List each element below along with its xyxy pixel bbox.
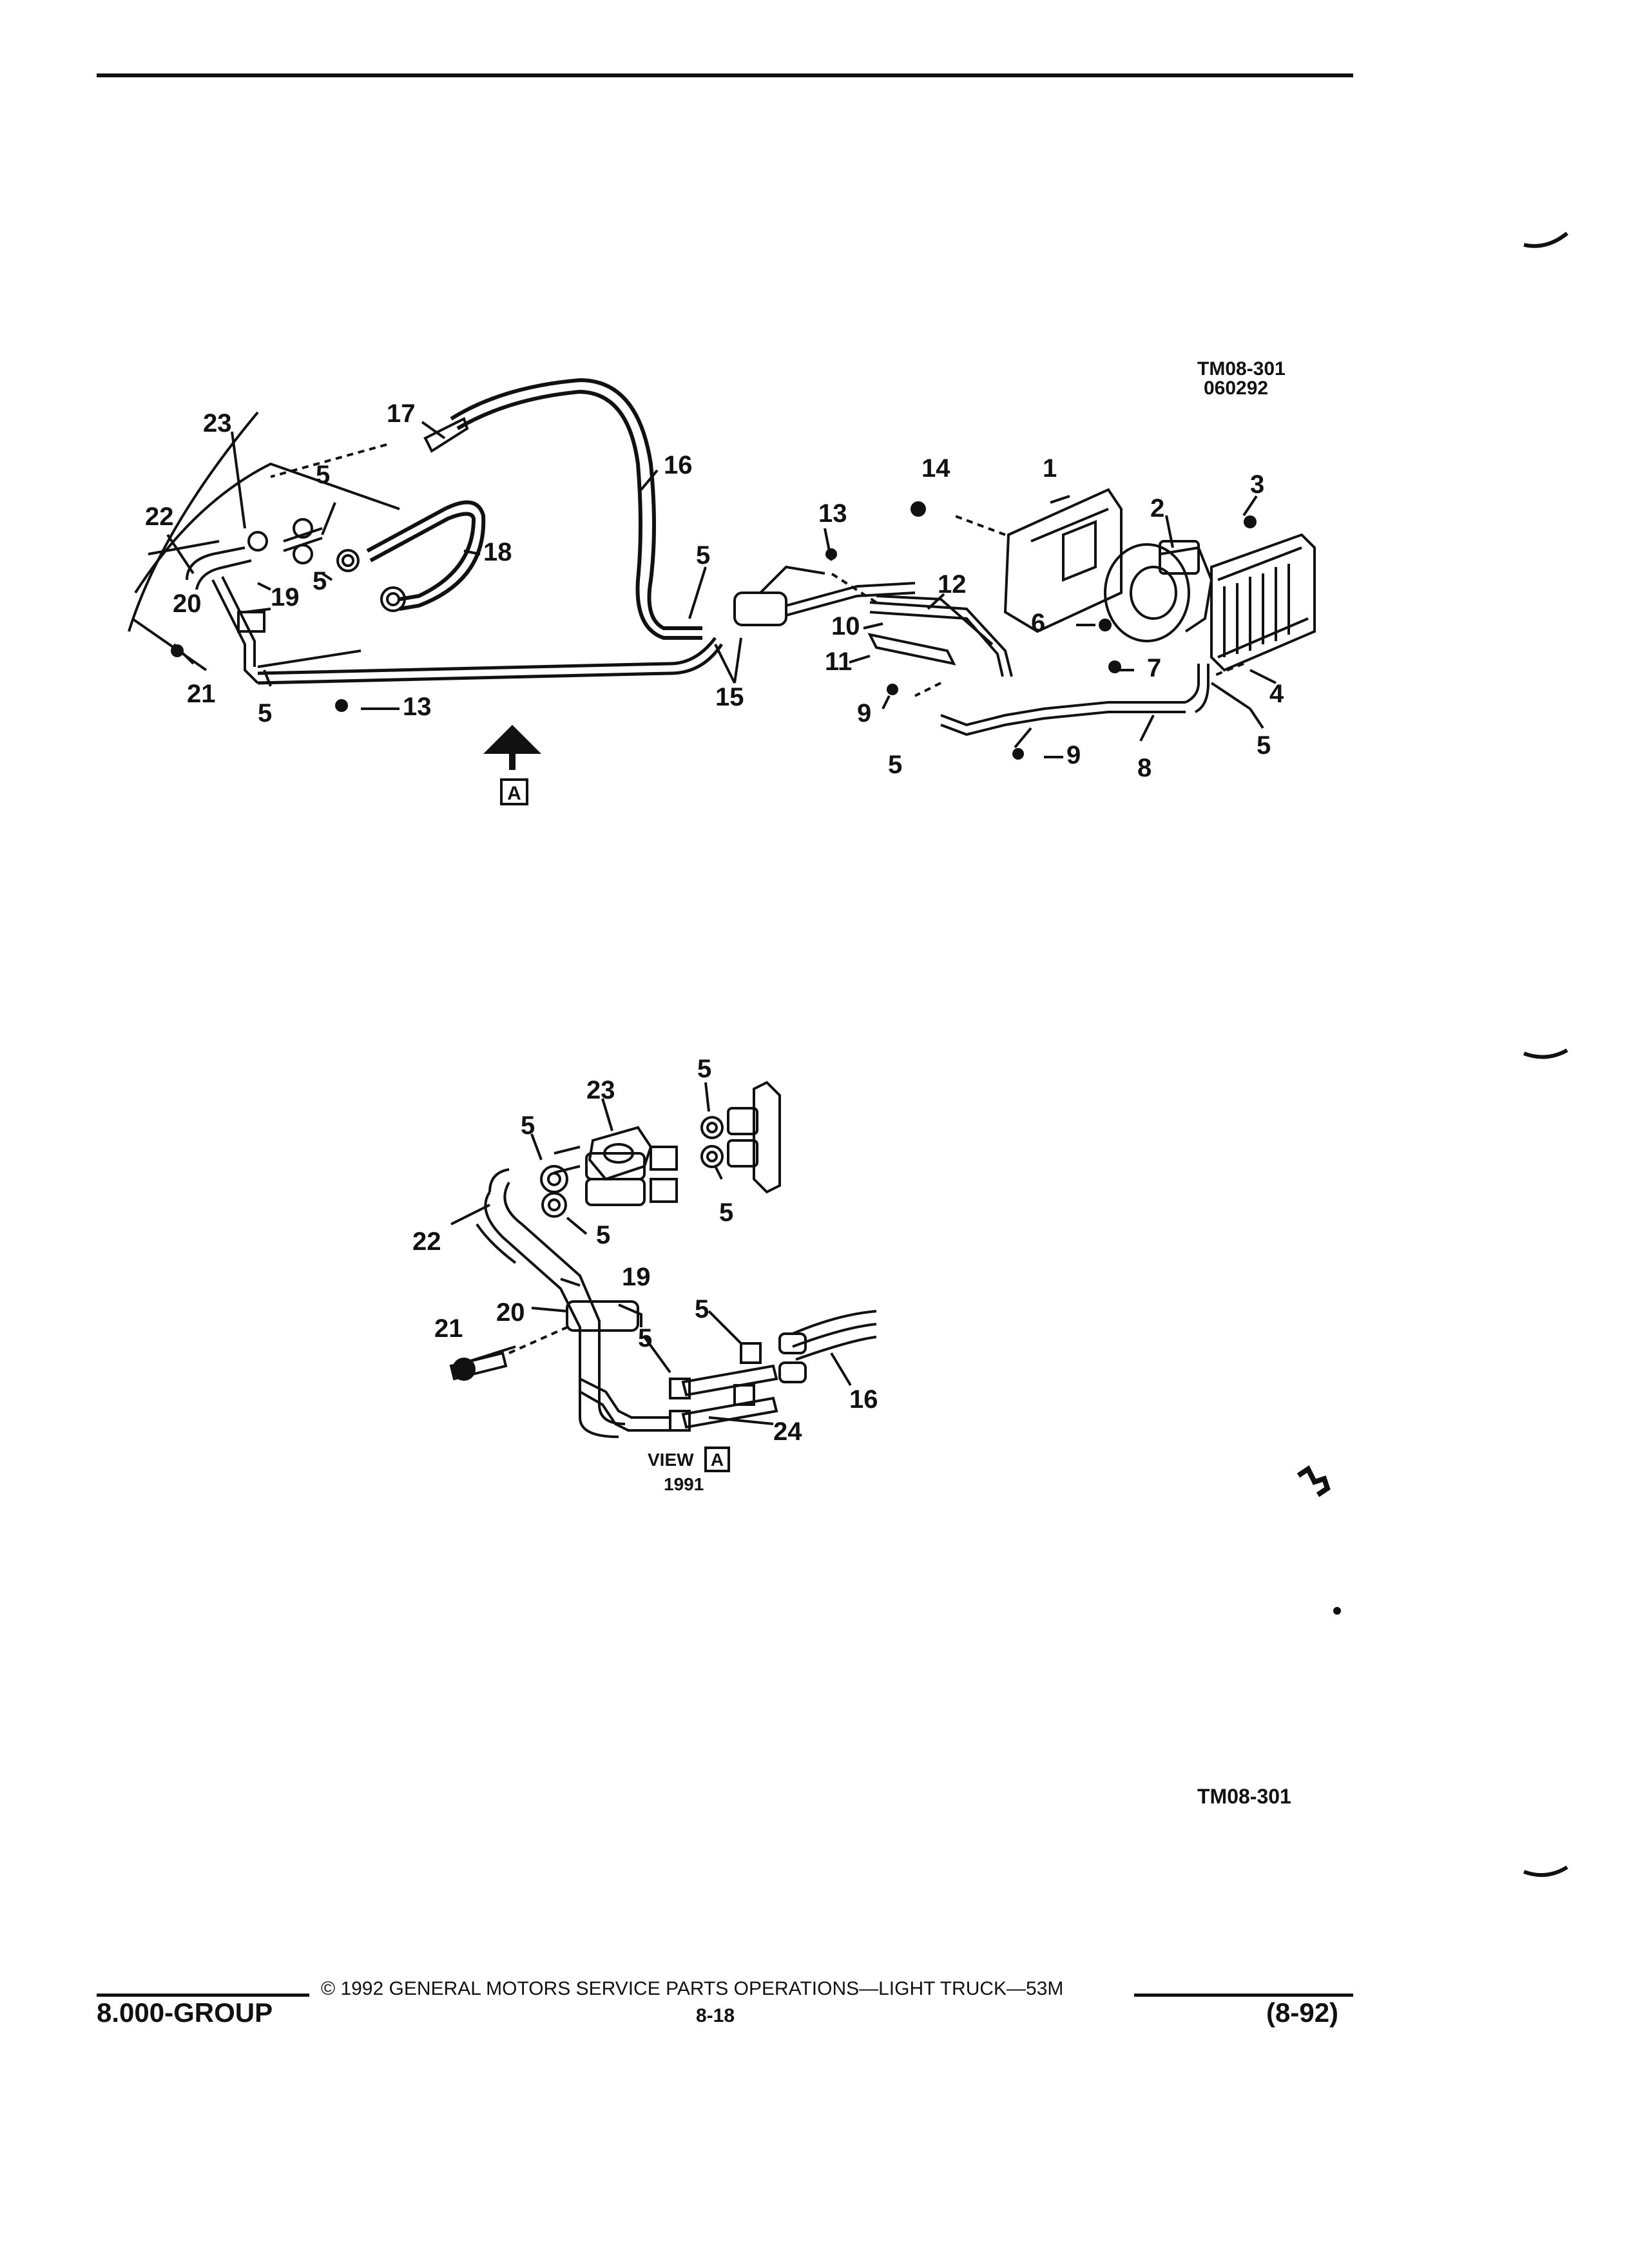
footer-rule-left: [97, 1994, 309, 1997]
footer-copyright: © 1992 GENERAL MOTORS SERVICE PARTS OPER…: [321, 1978, 1064, 1999]
view-callout-5f: 5: [695, 1295, 709, 1323]
view-callout-19: 19: [622, 1263, 651, 1291]
callout-12: 12: [938, 570, 967, 599]
callout-7: 7: [1147, 654, 1161, 682]
callout-5a: 5: [316, 461, 330, 489]
callout-6: 6: [1031, 609, 1045, 637]
footer-page-number: 8-18: [696, 2005, 735, 2026]
callout-2: 2: [1150, 494, 1164, 523]
view-callout-23: 23: [586, 1076, 615, 1104]
view-callout-20: 20: [496, 1298, 525, 1327]
callout-14: 14: [921, 454, 950, 483]
footer-date-code: (8-92): [1266, 1997, 1339, 2028]
footer-rule-right: [1134, 1994, 1353, 1997]
view-callout-5d: 5: [719, 1198, 733, 1227]
header-rule: [97, 73, 1353, 77]
view-callout-5a: 5: [697, 1057, 711, 1083]
view-callout-24: 24: [773, 1418, 802, 1446]
callout-20: 20: [173, 590, 202, 618]
arrow-letter: A: [507, 783, 521, 804]
view-label: VIEW: [648, 1450, 694, 1470]
callout-16: 16: [664, 451, 693, 479]
diagram-id-line1: TM08-301: [1197, 358, 1286, 380]
diagram-id-line2: 060292: [1204, 378, 1269, 399]
callout-5b: 5: [313, 567, 327, 595]
view-callout-5c: 5: [596, 1221, 610, 1249]
callout-5c: 5: [258, 699, 272, 727]
callout-17: 17: [387, 399, 416, 428]
view-callout-22: 22: [412, 1227, 441, 1256]
callout-18: 18: [483, 538, 512, 566]
footer-group: 8.000-GROUP: [97, 1997, 273, 2028]
view-year: 1991: [664, 1474, 704, 1494]
ac-lines-exploded-diagram: A 1 2 3 4 6 7 8 9 9 10 11 12 13 13 14 15…: [128, 378, 1316, 805]
callout-13b: 13: [403, 693, 432, 721]
view-callout-5e: 5: [638, 1324, 652, 1352]
callout-1: 1: [1043, 454, 1057, 483]
callout-11: 11: [825, 648, 852, 676]
callout-9b: 9: [1066, 741, 1081, 769]
callout-5f: 5: [1257, 731, 1271, 760]
callout-5d: 5: [696, 541, 710, 570]
view-callout-21: 21: [434, 1314, 463, 1343]
callout-13a: 13: [818, 499, 847, 528]
callout-10: 10: [831, 612, 860, 640]
callout-8: 8: [1137, 754, 1152, 782]
callout-23: 23: [203, 409, 232, 437]
view-callout-16: 16: [849, 1385, 878, 1414]
callout-9a: 9: [857, 699, 871, 727]
callout-22: 22: [145, 503, 174, 531]
callout-19: 19: [271, 583, 300, 611]
callout-21: 21: [187, 680, 216, 708]
callout-5e: 5: [888, 751, 902, 779]
bottom-diagram-id: TM08-301: [1197, 1785, 1291, 1808]
callout-3: 3: [1250, 470, 1264, 499]
view-letter: A: [711, 1450, 724, 1470]
callout-15: 15: [715, 683, 744, 711]
view-a-detail-diagram: 23 5 5 5 5 22 19 20 21 5 5 16 24 VIEW A …: [412, 1057, 878, 1494]
callout-4: 4: [1269, 680, 1284, 708]
view-callout-5b: 5: [521, 1111, 535, 1140]
